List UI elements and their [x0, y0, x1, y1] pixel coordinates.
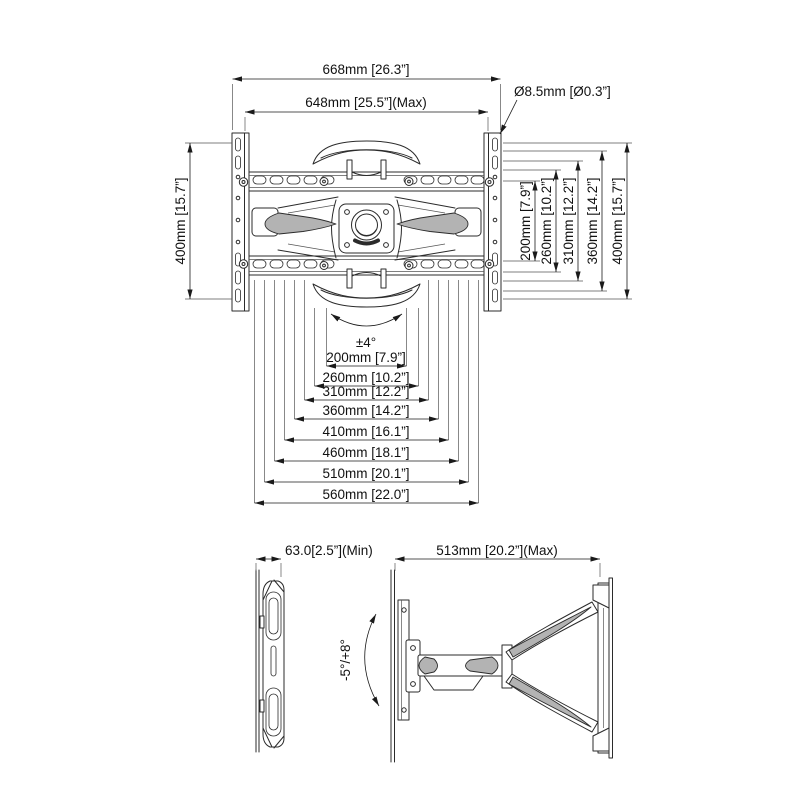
- dim-width-460-label: 460mm [18.1”]: [322, 445, 409, 460]
- dim-overall-width-label: 668mm [26.3”]: [322, 62, 409, 77]
- top-wing: [312, 140, 421, 180]
- dim-vesa-heights: 200mm [7.9”] 260mm [10.2”] 310mm [12.2”]…: [503, 142, 632, 300]
- dim-width-310-label: 310mm [12.2”]: [322, 384, 409, 399]
- tv-bracket-plate: [592, 577, 613, 759]
- dim-height-200-label: 200mm [7.9”]: [518, 181, 533, 261]
- dim-hole-diameter: Ø8.5mm [Ø0.3”]: [499, 84, 611, 135]
- dim-width-360-label: 360mm [14.2”]: [322, 403, 409, 418]
- dim-height-left: 400mm [15.7”]: [173, 142, 232, 300]
- bottom-wing: [312, 268, 421, 308]
- right-arm: [394, 196, 482, 261]
- dim-vesa-widths: 200mm [7.9”] 260mm [10.2”] 310mm [12.2”]…: [254, 280, 479, 506]
- dim-height-260-label: 260mm [10.2”]: [539, 177, 554, 264]
- dim-extension-max: 513mm [20.2”](Max): [394, 543, 601, 577]
- vesa-plate: [338, 203, 395, 254]
- dim-max-width: 648mm [25.5”](Max): [244, 95, 489, 131]
- dim-overall-width: 668mm [26.3”]: [232, 62, 501, 130]
- dim-height-400-label: 400mm [15.7”]: [610, 177, 625, 264]
- left-arm: [251, 196, 339, 261]
- dim-width-410-label: 410mm [16.1”]: [322, 424, 409, 439]
- dim-hole-diameter-label: Ø8.5mm [Ø0.3”]: [514, 84, 611, 99]
- upper-wing-arm: [505, 601, 599, 661]
- top-rail-slots: [252, 175, 485, 185]
- dim-tilt-angle: -5°/+8°: [338, 613, 380, 707]
- dim-width-510-label: 510mm [20.1”]: [322, 466, 409, 481]
- dim-extension-max-label: 513mm [20.2”](Max): [436, 543, 558, 558]
- front-view-dimensions: 668mm [26.3”] 648mm [25.5”](Max) Ø8.5mm …: [173, 62, 632, 506]
- dim-depth-min: 63.0[2.5”](Min): [255, 543, 373, 577]
- extension-arm: [417, 644, 513, 691]
- dim-width-200-label: 200mm [7.9”]: [326, 350, 406, 365]
- side-view-folded: 63.0[2.5”](Min): [255, 543, 373, 753]
- dim-width-560-label: 560mm [22.0”]: [322, 487, 409, 502]
- top-rail: [248, 171, 485, 192]
- dim-height-310-label: 310mm [12.2”]: [561, 177, 576, 264]
- lower-wing-arm: [505, 673, 599, 733]
- dim-height-left-label: 400mm [15.7”]: [173, 177, 188, 264]
- right-bracket-rail: [483, 132, 502, 312]
- dim-height-360-label: 360mm [14.2”]: [585, 177, 600, 264]
- bottom-rail: [248, 255, 485, 276]
- side-view-extended: -5°/+8° 513mm [20.2”](Max): [338, 543, 613, 763]
- wall-plate-column: [397, 599, 421, 721]
- dim-max-width-label: 648mm [25.5”](Max): [305, 95, 427, 110]
- dim-depth-min-label: 63.0[2.5”](Min): [285, 543, 373, 558]
- left-bracket-rail: [231, 132, 250, 312]
- dim-width-260-label: 260mm [10.2”]: [322, 370, 409, 385]
- bottom-rail-slots: [252, 259, 485, 269]
- dim-tilt-angle-label: -5°/+8°: [338, 639, 353, 681]
- front-view: [231, 132, 502, 312]
- dim-swivel-angle: ±4°: [330, 313, 403, 350]
- dim-swivel-angle-label: ±4°: [356, 335, 376, 350]
- folded-bracket-profile: [259, 579, 285, 749]
